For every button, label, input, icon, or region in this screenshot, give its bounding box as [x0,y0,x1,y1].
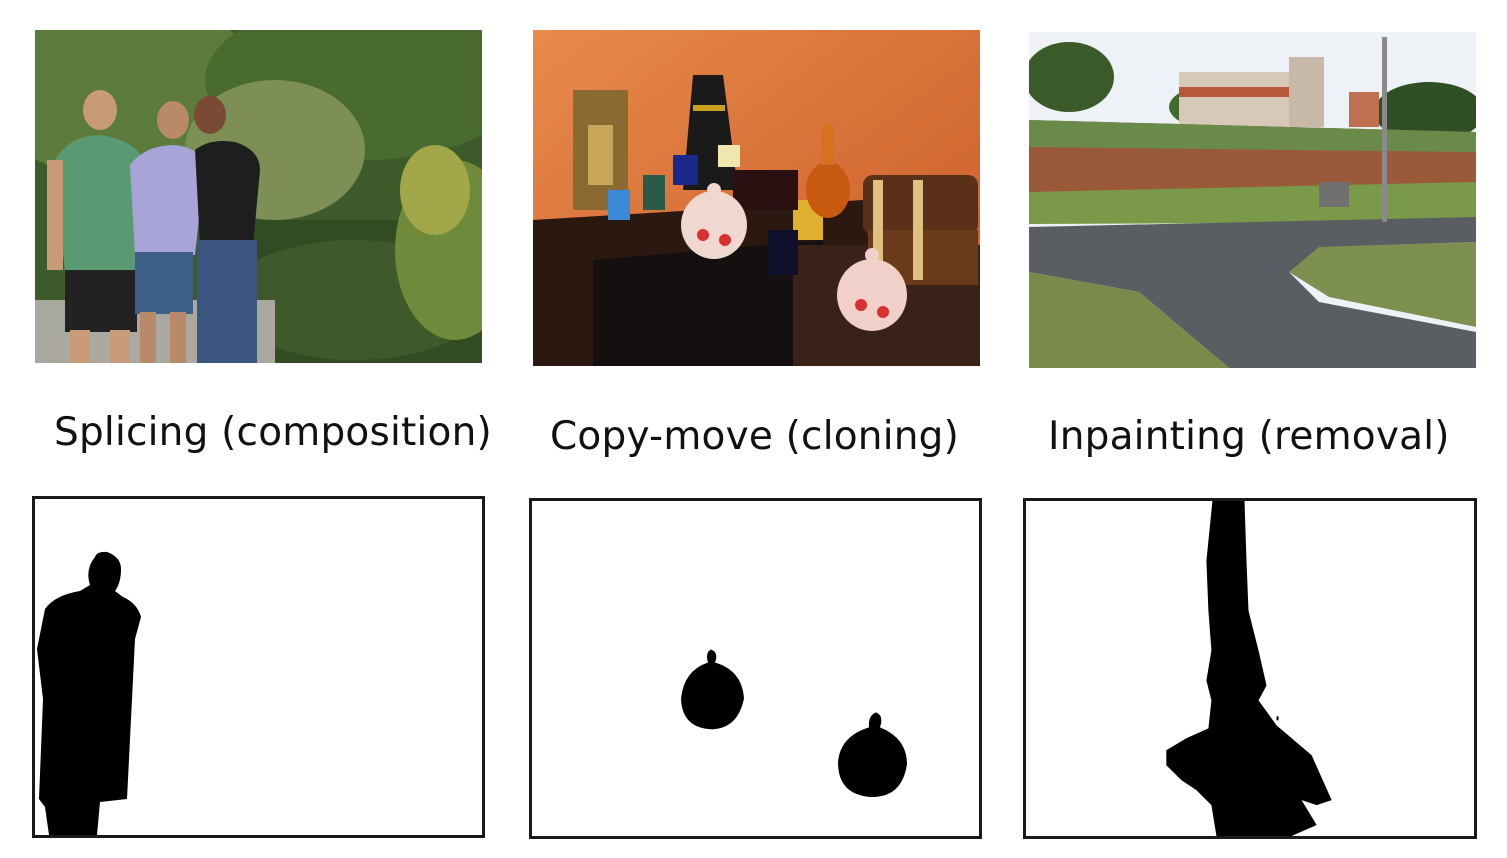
spliced-person-region [37,551,141,835]
cloned-jar-region [838,712,907,798]
caption-inpainting: Inpainting (removal) [1048,414,1450,459]
splicing-photo [35,30,482,363]
copy-move-mask [529,498,982,839]
inpainting-mask [1023,498,1477,839]
splicing-mask [32,496,485,838]
removed-pole-region [1166,501,1332,836]
inpainting-photo [1029,32,1476,368]
source-jar-region [681,649,744,730]
caption-copy-move: Copy-move (cloning) [550,414,960,459]
copy-move-photo [533,30,980,366]
caption-splicing: Splicing (composition) [54,410,492,455]
